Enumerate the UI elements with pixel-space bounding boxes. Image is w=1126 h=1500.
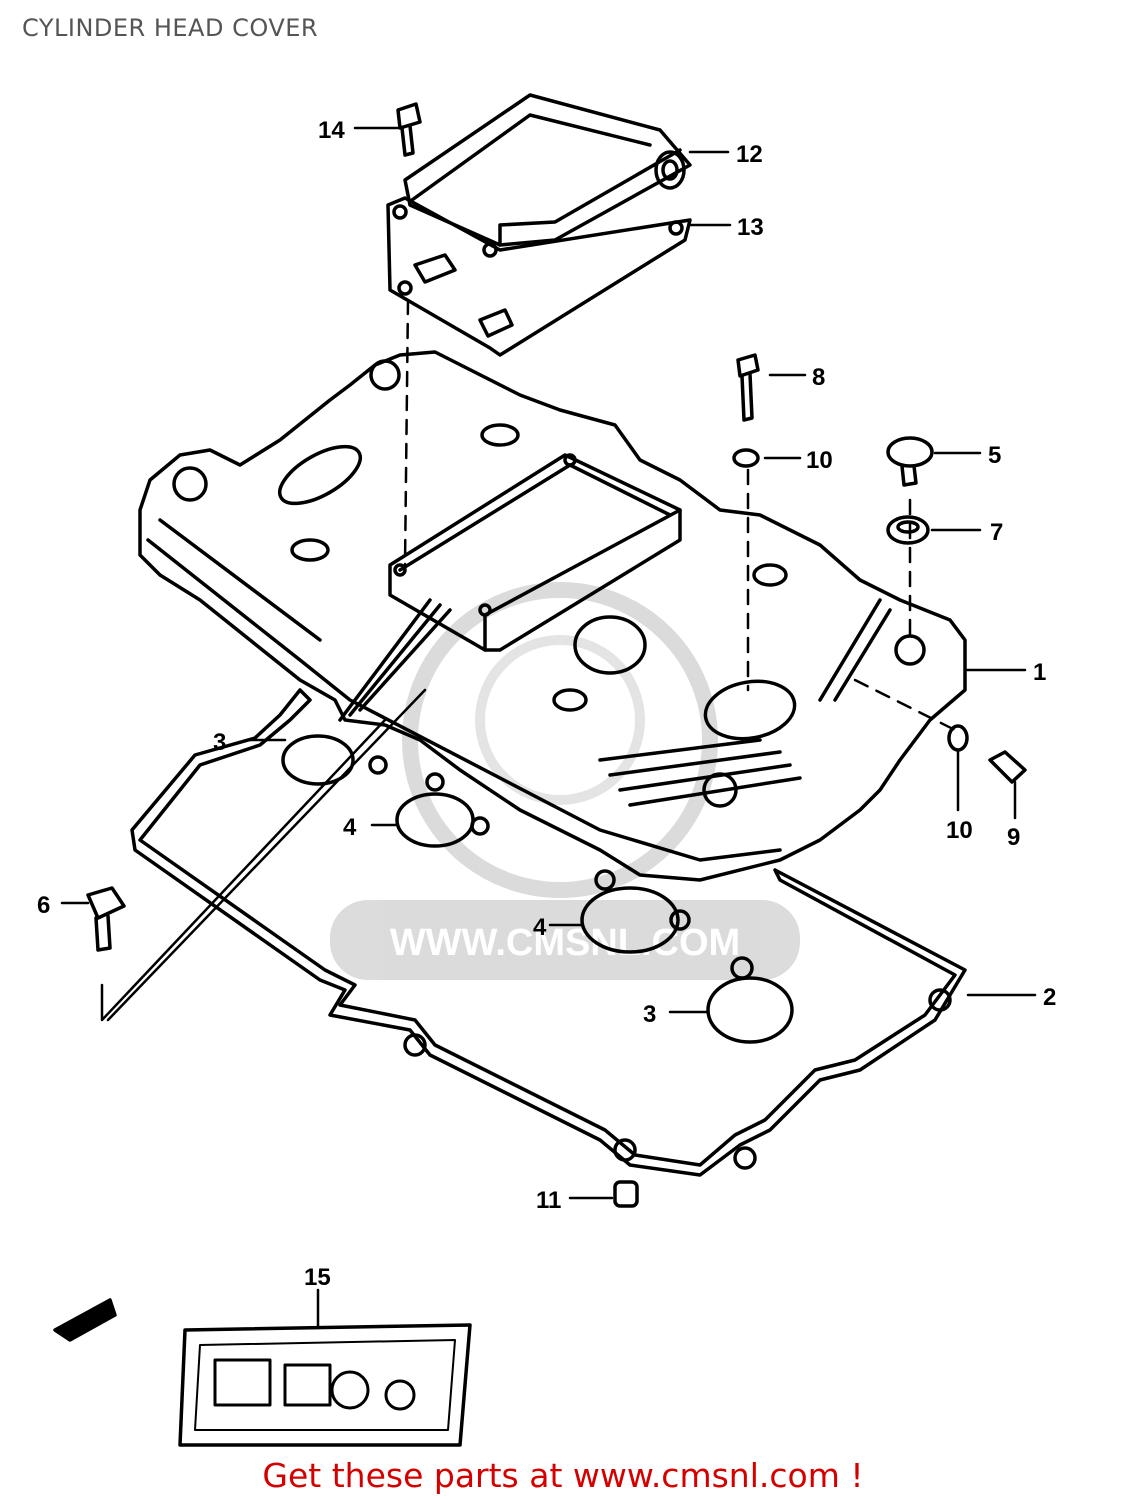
bolt-8 <box>736 353 760 422</box>
washer-10-upper <box>732 448 760 468</box>
footer-shop-link[interactable]: Get these parts at www.cmsnl.com ! <box>262 1456 864 1495</box>
callout-5: 5 <box>988 442 1001 469</box>
alignment-lines <box>403 298 957 732</box>
callout-12: 12 <box>736 141 763 168</box>
callout-14: 14 <box>318 117 345 144</box>
callout-3-upper: 3 <box>213 729 226 756</box>
callout-11: 11 <box>536 1187 561 1214</box>
bolt-14 <box>396 102 422 157</box>
caution-label-15 <box>178 1323 472 1447</box>
callout-1: 1 <box>1033 659 1046 686</box>
seal-lower <box>706 956 794 1044</box>
washer-10-lower <box>947 724 969 752</box>
callout-13: 13 <box>737 214 764 241</box>
callout-labels: 1 2 3 3 4 4 5 6 7 8 9 10 10 11 12 13 14 … <box>37 117 1056 1291</box>
plug-seal-lower <box>580 869 691 954</box>
seal-upper <box>281 734 388 786</box>
callout-9: 9 <box>1007 824 1020 851</box>
callout-15: 15 <box>304 1264 331 1291</box>
callout-4-upper: 4 <box>343 814 357 841</box>
plug-seal-upper <box>395 772 490 848</box>
plug-9 <box>988 750 1027 784</box>
page-title: CYLINDER HEAD COVER <box>22 14 319 42</box>
watermark: WWW.CMSNL.COM <box>330 582 800 980</box>
bolt-6-leader <box>100 718 387 1022</box>
breather-gasket <box>386 196 692 357</box>
bolt-6 <box>86 886 126 952</box>
callout-4-lower: 4 <box>533 914 547 941</box>
callout-2: 2 <box>1043 984 1056 1011</box>
callout-6: 6 <box>37 892 50 919</box>
dowel-11 <box>613 1180 639 1208</box>
front-arrow-icon <box>53 1298 117 1342</box>
callout-7: 7 <box>990 519 1003 546</box>
callout-10-upper: 10 <box>806 447 833 474</box>
callout-10-lower: 10 <box>946 817 973 844</box>
cover-gasket <box>130 688 967 1177</box>
cylinder-head-cover <box>138 350 967 882</box>
watermark-url: WWW.CMSNL.COM <box>390 922 740 964</box>
callout-8: 8 <box>812 364 825 391</box>
grommet-7 <box>886 515 930 545</box>
cap-5 <box>886 436 934 487</box>
breather-cover <box>403 93 692 247</box>
leader-lines <box>60 126 1037 1330</box>
callout-3-lower: 3 <box>643 1001 656 1028</box>
